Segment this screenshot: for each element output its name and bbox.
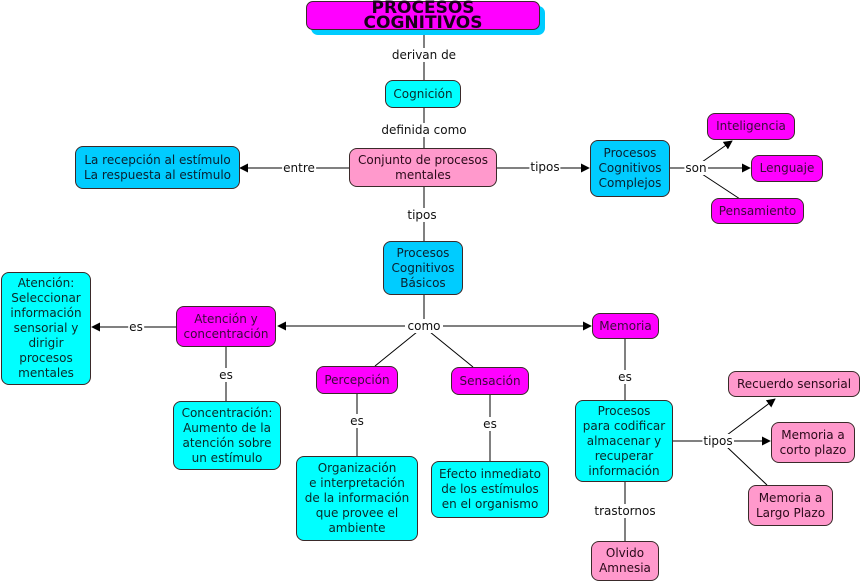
- node-recuerdo-sensorial[interactable]: Recuerdo sensorial: [728, 371, 860, 397]
- node-sensacion-definicion[interactable]: Efecto inmediato de los estímulos en el …: [431, 461, 549, 518]
- node-memoria[interactable]: Memoria: [592, 313, 659, 339]
- link-label-definida-como: definida como: [380, 123, 468, 137]
- node-atencion-concentracion[interactable]: Atención y concentración: [176, 306, 276, 347]
- node-inteligencia[interactable]: Inteligencia: [707, 113, 795, 140]
- link-label-es-atencion: es: [128, 320, 144, 334]
- link-label-tipos-memoria: tipos: [702, 434, 734, 448]
- link-label-entre: entre: [282, 161, 316, 175]
- link-label-es-concentracion: es: [218, 368, 234, 382]
- node-sensacion[interactable]: Sensación: [451, 367, 529, 395]
- link-label-es-memoria: es: [617, 370, 633, 384]
- node-lenguaje[interactable]: Lenguaje: [751, 155, 823, 182]
- node-recepcion-respuesta[interactable]: La recepción al estímulo La respuesta al…: [75, 146, 240, 189]
- connector-como-percepcion: [374, 331, 418, 367]
- node-procesos-cognitivos-complejos[interactable]: Procesos Cognitivos Complejos: [590, 140, 670, 197]
- connector-son-inteligencia: [701, 140, 733, 163]
- link-label-es-percepcion: es: [349, 414, 365, 428]
- node-conjunto-procesos-mentales[interactable]: Conjunto de procesos mentales: [349, 148, 497, 187]
- link-label-son: son: [684, 161, 708, 175]
- link-label-derivan-de: derivan de: [390, 48, 458, 62]
- node-memoria-definicion[interactable]: Procesos para codificar almacenar y recu…: [575, 400, 673, 482]
- connector-como-sensacion: [429, 331, 474, 368]
- title-node[interactable]: PROCESOS COGNITIVOS: [306, 0, 540, 31]
- node-percepcion-definicion[interactable]: Organización e interpretación de la info…: [296, 456, 418, 541]
- node-atencion-definicion[interactable]: Atención: Seleccionar información sensor…: [1, 272, 91, 385]
- link-label-es-sensacion: es: [482, 417, 498, 431]
- link-label-trastornos: trastornos: [593, 504, 657, 518]
- node-pensamiento[interactable]: Pensamiento: [711, 198, 804, 224]
- node-percepcion[interactable]: Percepción: [316, 366, 398, 394]
- link-label-como: como: [406, 319, 442, 333]
- connector-tipos-largo: [726, 446, 768, 486]
- node-procesos-cognitivos-basicos[interactable]: Procesos Cognitivos Básicos: [383, 241, 463, 295]
- node-memoria-corto-plazo[interactable]: Memoria a corto plazo: [771, 422, 855, 463]
- link-label-tipos-complejos: tipos: [529, 160, 561, 174]
- connector-tipos-recuerdo: [726, 398, 776, 436]
- node-olvido-amnesia[interactable]: Olvido Amnesia: [591, 541, 659, 581]
- node-cognicion[interactable]: Cognición: [385, 80, 461, 108]
- connector-son-pensamiento: [701, 173, 741, 200]
- node-concentracion-definicion[interactable]: Concentración: Aumento de la atención so…: [173, 401, 281, 470]
- link-label-tipos-basicos: tipos: [406, 208, 438, 222]
- node-memoria-largo-plazo[interactable]: Memoria a Largo Plazo: [748, 485, 833, 526]
